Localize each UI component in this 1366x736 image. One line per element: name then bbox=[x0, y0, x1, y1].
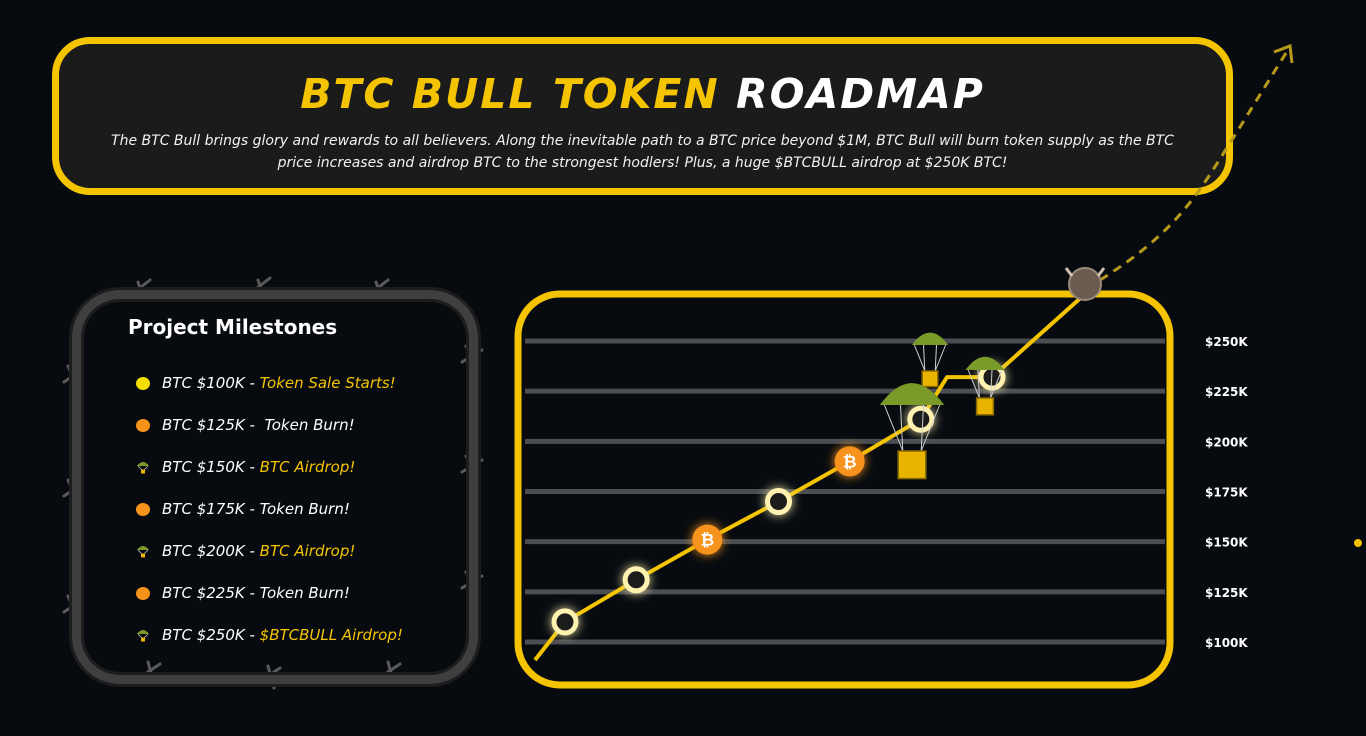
milestone-item: BTC $175K - Token Burn! bbox=[136, 488, 403, 530]
orange-dot-icon bbox=[136, 418, 150, 432]
parachute-icon-cord bbox=[990, 369, 1003, 399]
price-line bbox=[533, 292, 1087, 662]
y-tick-label: $200K bbox=[1205, 435, 1248, 449]
parachute-icon-canopy bbox=[965, 356, 1005, 370]
roadmap-title: BTC BULL TOKEN ROADMAP bbox=[59, 70, 1226, 118]
bitcoin-icon bbox=[834, 446, 865, 477]
parachute-icon-crate bbox=[975, 397, 995, 416]
milestone-price: BTC $150K bbox=[162, 458, 245, 476]
milestone-marker bbox=[622, 566, 650, 594]
milestones-panel bbox=[72, 290, 478, 684]
milestone-item: BTC $250K - $BTCBULL Airdrop! bbox=[136, 614, 403, 656]
chart-frame bbox=[514, 290, 1174, 689]
milestone-marker bbox=[551, 608, 579, 636]
orange-dot-icon bbox=[136, 502, 150, 516]
parachute-icon-cord bbox=[913, 344, 926, 372]
parachute-icon-cord bbox=[934, 344, 937, 372]
milestone-separator: - bbox=[244, 500, 260, 518]
milestone-list: BTC $100K - Token Sale Starts! BTC $125K… bbox=[136, 362, 403, 656]
milestone-marker bbox=[907, 405, 935, 433]
y-tick-label: $175K bbox=[1205, 486, 1248, 500]
parachute-icon bbox=[137, 462, 149, 474]
parachute-icon-cord bbox=[900, 404, 904, 452]
milestone-event: BTC Airdrop! bbox=[259, 458, 356, 476]
parachute-icon-crate bbox=[897, 450, 927, 480]
milestone-item: BTC $150K - BTC Airdrop! bbox=[136, 446, 403, 488]
milestone-price: BTC $225K bbox=[162, 584, 245, 602]
milestone-item: BTC $100K - Token Sale Starts! bbox=[136, 362, 403, 404]
milestone-separator: - bbox=[244, 374, 260, 392]
milestones-title: Project Milestones bbox=[128, 315, 338, 339]
milestone-price: BTC $175K bbox=[162, 500, 245, 518]
bitcoin-icon bbox=[692, 524, 723, 555]
parachute-icon-crate bbox=[921, 370, 939, 388]
roadmap-title-plain: ROADMAP bbox=[736, 70, 985, 118]
y-tick-label: $150K bbox=[1205, 536, 1248, 550]
milestone-item: BTC $200K - BTC Airdrop! bbox=[136, 530, 403, 572]
parachute-icon-cord bbox=[920, 404, 941, 452]
roadmap-header-panel: BTC BULL TOKEN ROADMAP The BTC Bull brin… bbox=[52, 37, 1233, 195]
y-tick-label: $250K bbox=[1205, 335, 1248, 349]
milestone-separator: - bbox=[244, 458, 260, 476]
parachute-icon bbox=[137, 630, 149, 642]
decorative-dot bbox=[1354, 539, 1362, 547]
milestone-item: BTC $125K - Token Burn! bbox=[136, 404, 403, 446]
milestone-separator: - bbox=[244, 542, 260, 560]
parachute-icon-cord bbox=[923, 344, 926, 372]
parachute-icon-cord bbox=[920, 404, 924, 452]
orange-dot-icon bbox=[136, 586, 150, 600]
y-tick-label: $225K bbox=[1205, 385, 1248, 399]
bitcoin-symbol: ₿ bbox=[843, 452, 857, 472]
milestone-event: Token Burn! bbox=[264, 416, 355, 434]
parachute-icon bbox=[137, 546, 149, 558]
roadmap-title-accent: BTC BULL TOKEN bbox=[300, 70, 720, 118]
milestone-item: BTC $225K - Token Burn! bbox=[136, 572, 403, 614]
parachute-icon-canopy bbox=[879, 383, 945, 405]
milestone-price: BTC $100K bbox=[162, 374, 245, 392]
milestone-price: BTC $200K bbox=[162, 542, 245, 560]
milestone-price: BTC $125K bbox=[162, 416, 245, 434]
dashed-trend-arrow bbox=[1099, 49, 1290, 282]
milestone-event: Token Burn! bbox=[259, 500, 350, 518]
parachute-icon-cord bbox=[883, 404, 904, 452]
milestone-separator: - bbox=[244, 584, 260, 602]
parachute-icon-cord bbox=[967, 369, 980, 399]
bull-horns-icon bbox=[1064, 267, 1106, 277]
y-tick-label: $100K bbox=[1205, 636, 1248, 650]
roadmap-description: The BTC Bull brings glory and rewards to… bbox=[111, 133, 1174, 171]
milestone-separator: - bbox=[244, 416, 265, 434]
parachute-icon-cord bbox=[990, 369, 993, 399]
milestone-price: BTC $250K bbox=[162, 626, 245, 644]
arrowhead-icon bbox=[1273, 43, 1294, 64]
y-tick-label: $125K bbox=[1205, 586, 1248, 600]
parachute-icon-cord bbox=[977, 369, 980, 399]
milestone-separator: - bbox=[244, 626, 260, 644]
parachute-icon-cord bbox=[934, 344, 947, 372]
bitcoin-symbol: ₿ bbox=[700, 531, 714, 551]
yellow-dot-icon bbox=[136, 376, 150, 390]
milestone-marker bbox=[765, 488, 792, 516]
milestone-event: Token Sale Starts! bbox=[259, 374, 396, 392]
bull-mascot-icon bbox=[1068, 267, 1102, 301]
milestone-event: $BTCBULL Airdrop! bbox=[259, 626, 403, 644]
milestone-event: Token Burn! bbox=[259, 584, 350, 602]
parachute-icon-canopy bbox=[911, 332, 949, 345]
milestone-event: BTC Airdrop! bbox=[259, 542, 356, 560]
